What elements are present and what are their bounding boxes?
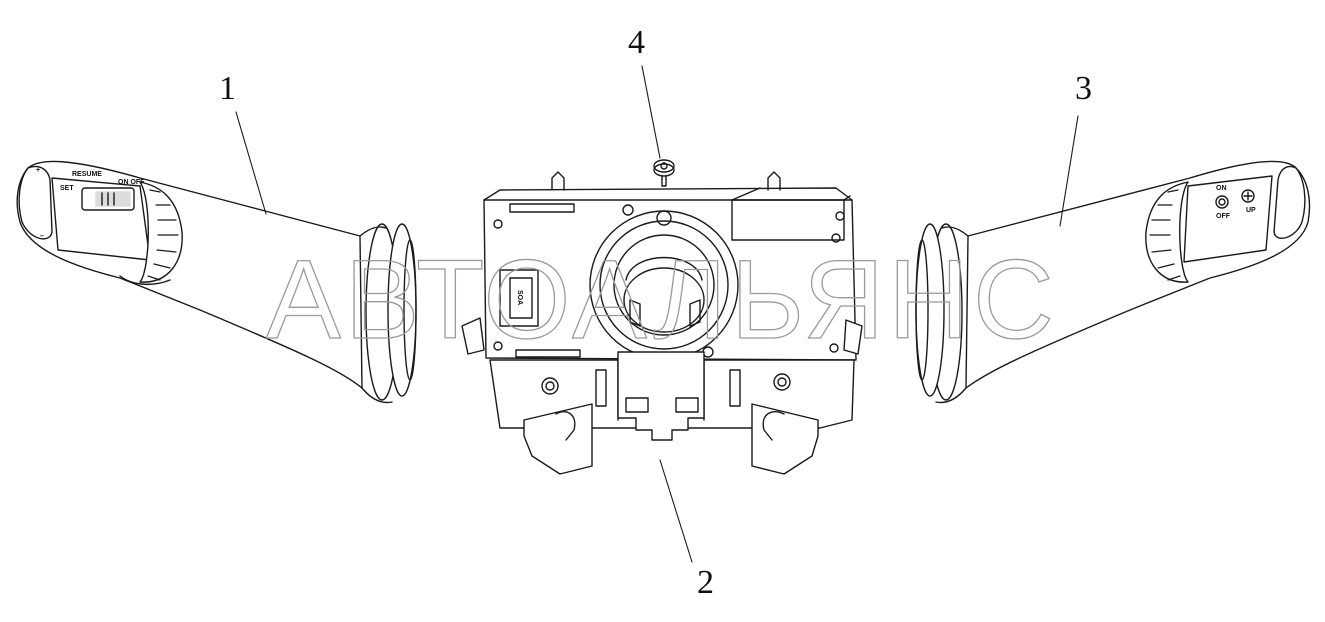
central-housing: [461, 171, 863, 475]
connector-marking: SOA: [516, 290, 523, 305]
right-stalk: [915, 160, 1311, 404]
callout-3: 3: [1075, 70, 1092, 107]
minus-marking: –: [40, 233, 44, 240]
off-marking: OFF: [1216, 213, 1231, 220]
resume-marking: RESUME: [72, 171, 102, 178]
callout-2: 2: [697, 564, 714, 601]
left-stalk: [16, 160, 417, 404]
leader-line-4: [641, 65, 661, 159]
watermark-text: АВТОАЛЬЯНС: [266, 237, 1058, 362]
screw: [653, 159, 675, 187]
plus-marking: +: [36, 167, 40, 174]
leader-line-3: [1059, 115, 1079, 227]
on-marking: ON: [1216, 185, 1227, 192]
set-marking: SET: [60, 185, 74, 192]
callout-4: 4: [628, 24, 645, 61]
up-marking: UP: [1246, 207, 1256, 214]
on-off-marking: ON OFF: [118, 179, 145, 186]
leader-line-1: [235, 111, 267, 215]
leader-line-2: [659, 459, 693, 563]
leader-lines: [235, 65, 1079, 563]
callout-1: 1: [219, 70, 236, 107]
